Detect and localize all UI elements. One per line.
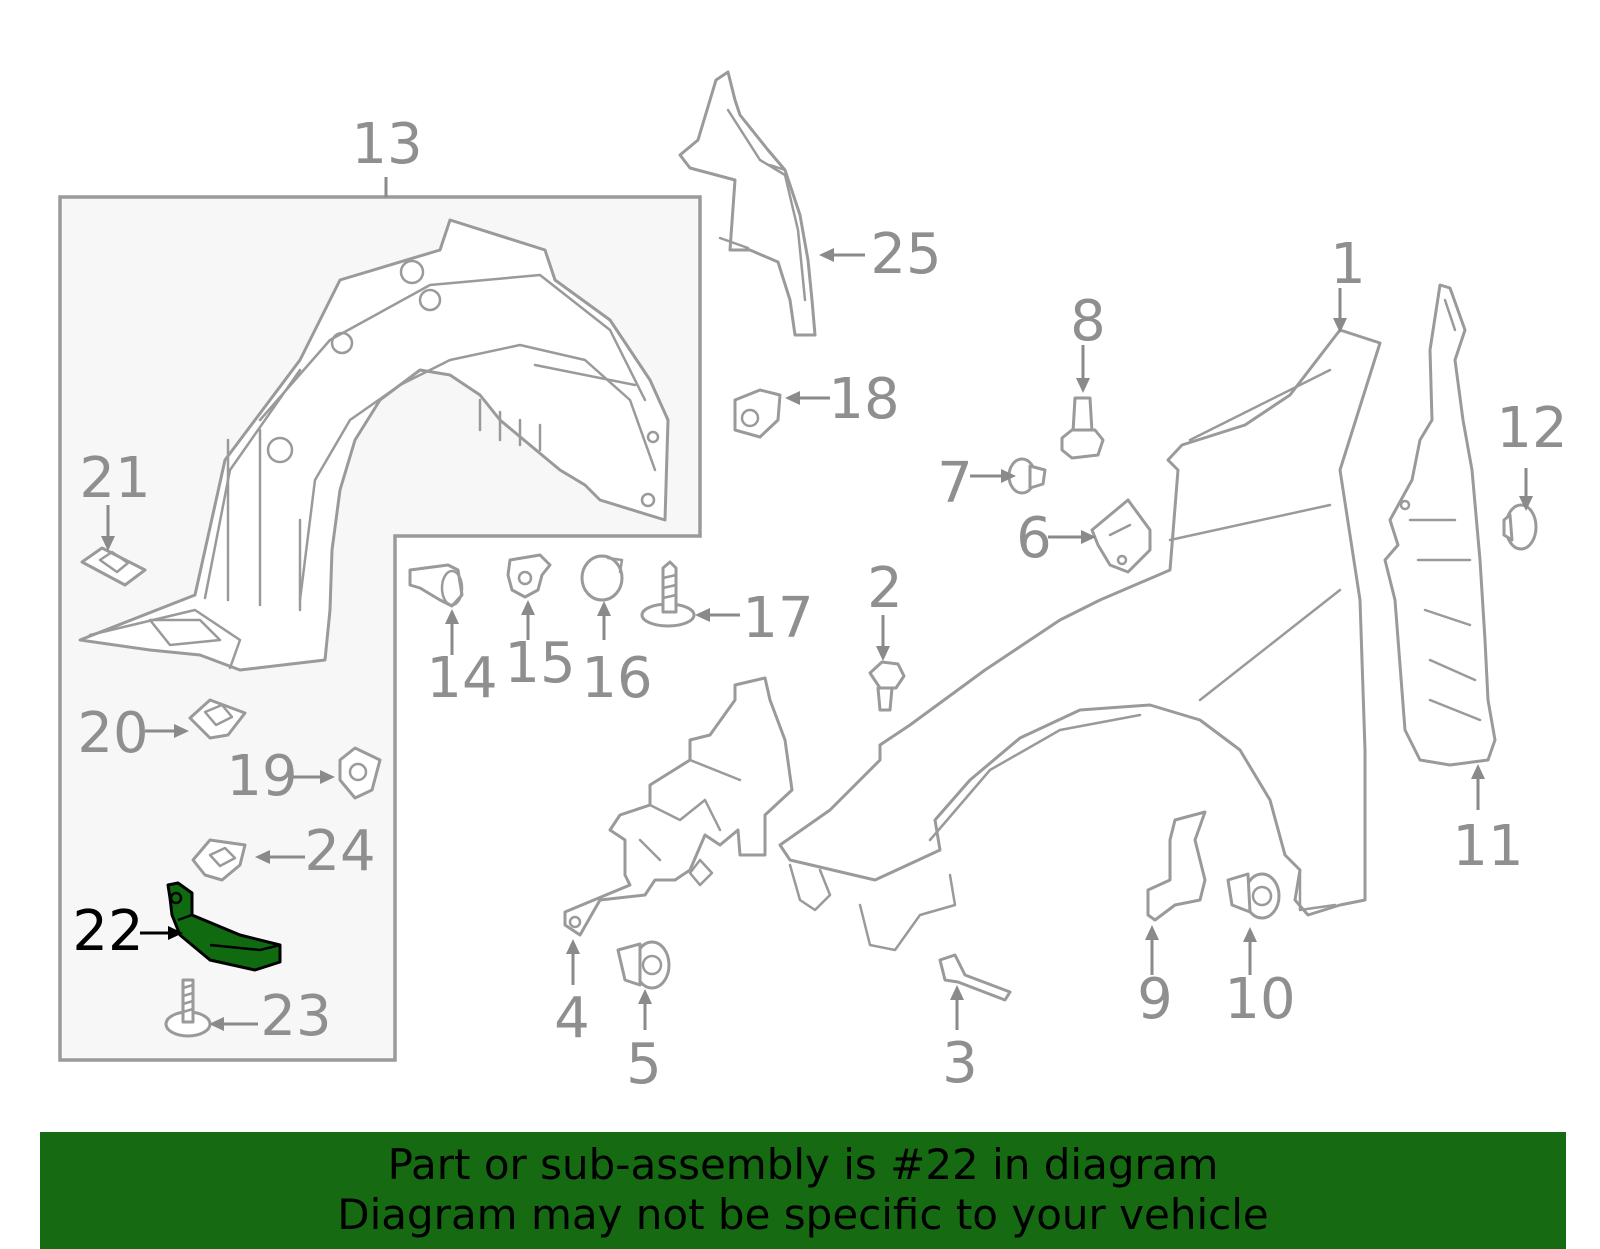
callout-14: 14: [426, 646, 497, 711]
clip-part-7[interactable]: [1007, 457, 1047, 495]
callout-15: 15: [504, 631, 575, 696]
callout-23: 23: [260, 984, 331, 1049]
callout-11: 11: [1452, 814, 1523, 879]
clip-part-20[interactable]: [188, 698, 247, 740]
clip-part-12[interactable]: [1502, 503, 1538, 551]
clip-part-5[interactable]: [616, 940, 671, 990]
bracket-part-6[interactable]: [1090, 498, 1152, 574]
rivet-part-3[interactable]: [938, 953, 1012, 1002]
callout-1: 1: [1330, 232, 1366, 297]
callout-9: 9: [1137, 967, 1173, 1032]
fender-part-1[interactable]: [778, 328, 1382, 952]
callout-19: 19: [226, 744, 297, 809]
bolt-part-2[interactable]: [868, 660, 906, 712]
callout-6: 6: [1016, 506, 1052, 571]
callout-3: 3: [942, 1031, 978, 1096]
callout-4: 4: [554, 986, 590, 1051]
bracket-part-4[interactable]: [563, 676, 794, 937]
clip-part-18[interactable]: [733, 388, 782, 439]
parts-diagram: 13 21 20 19 24 22 23 25 18 14 15 16 17 8…: [58, 70, 1568, 1097]
splash-shield-part-11[interactable]: [1383, 283, 1497, 767]
callout-25: 25: [870, 222, 941, 287]
banner-line-2: Diagram may not be specific to your vehi…: [337, 1190, 1269, 1239]
callout-16: 16: [581, 646, 652, 711]
screw-part-17[interactable]: [640, 560, 696, 628]
fender-liner-part[interactable]: [78, 218, 670, 672]
bracket-part-22-highlighted[interactable]: [166, 881, 282, 972]
clip-part-21[interactable]: [80, 546, 147, 587]
nut-part-19[interactable]: [338, 746, 382, 800]
callout-7: 7: [937, 451, 973, 516]
clip-part-15[interactable]: [506, 553, 552, 599]
callout-22: 22: [72, 899, 143, 964]
bolt-part-23[interactable]: [164, 978, 212, 1038]
grommet-part-14[interactable]: [408, 563, 464, 608]
banner-line-1: Part or sub-assembly is #22 in diagram: [387, 1140, 1219, 1189]
callout-13: 13: [351, 112, 422, 177]
bracket-part-9[interactable]: [1146, 810, 1207, 922]
bolt-part-8[interactable]: [1060, 396, 1105, 460]
callout-8: 8: [1070, 289, 1106, 354]
callout-12: 12: [1496, 396, 1567, 461]
callout-2: 2: [867, 556, 903, 621]
callout-5: 5: [626, 1032, 662, 1097]
clip-part-16[interactable]: [580, 554, 624, 602]
callout-17: 17: [742, 586, 813, 651]
info-banner: Part or sub-assembly is #22 in diagram D…: [40, 1132, 1566, 1249]
callout-18: 18: [828, 367, 899, 432]
seal-part-25[interactable]: [678, 70, 817, 337]
clip-part-10[interactable]: [1226, 872, 1281, 920]
callout-20: 20: [77, 701, 148, 766]
callout-24: 24: [304, 819, 375, 884]
callout-21: 21: [79, 446, 150, 511]
callout-10: 10: [1224, 967, 1295, 1032]
clip-part-24[interactable]: [191, 838, 247, 882]
